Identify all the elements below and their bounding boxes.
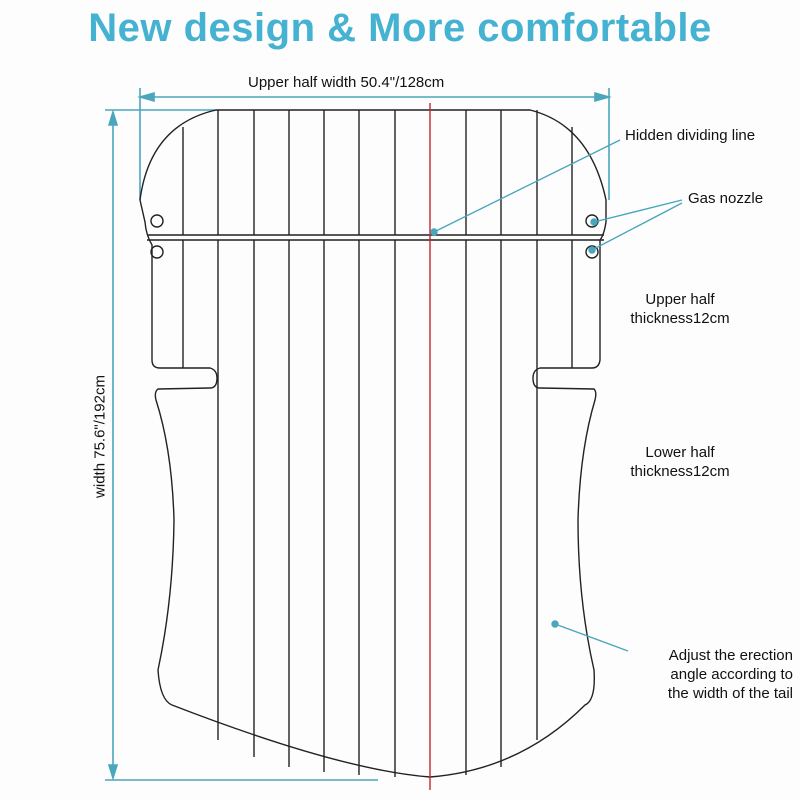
gas-nozzle-lower-icon <box>585 245 599 259</box>
lower-thickness-label: Lower half thickness12cm <box>620 443 740 481</box>
upper-thickness-line2: thickness12cm <box>630 310 730 327</box>
adjust-line3: the width of the tail <box>667 685 793 702</box>
leader-lines <box>430 139 683 652</box>
arrow-right-icon <box>594 91 612 103</box>
arrow-left-icon <box>137 91 155 103</box>
upper-thickness-line1: Upper half <box>645 291 715 308</box>
adjust-line2: angle according to <box>670 666 793 683</box>
mattress-shape <box>139 109 607 778</box>
upper-thickness-label: Upper half thickness12cm <box>620 290 740 328</box>
mattress-outline <box>139 109 607 778</box>
lower-thickness-line1: Lower half <box>645 444 715 461</box>
hidden-line-label: Hidden dividing line <box>625 127 756 144</box>
dimension-lines <box>105 88 612 781</box>
arrow-up-icon <box>107 109 119 126</box>
valve-left-upper-icon <box>150 214 164 228</box>
length-label: width 75.6"/192cm <box>91 375 109 498</box>
arrow-down-icon <box>107 764 119 781</box>
adjust-label: Adjust the erection angle according to t… <box>628 646 793 703</box>
lower-thickness-line2: thickness12cm <box>630 463 730 480</box>
valve-left-lower-icon <box>150 245 164 259</box>
upper-width-label: Upper half width 50.4"/128cm <box>248 74 445 91</box>
headline: New design & More comfortable <box>88 6 712 50</box>
tube-lines <box>182 110 573 777</box>
adjust-line1: Adjust the erection <box>668 647 793 664</box>
gas-nozzle-label: Gas nozzle <box>688 190 764 207</box>
